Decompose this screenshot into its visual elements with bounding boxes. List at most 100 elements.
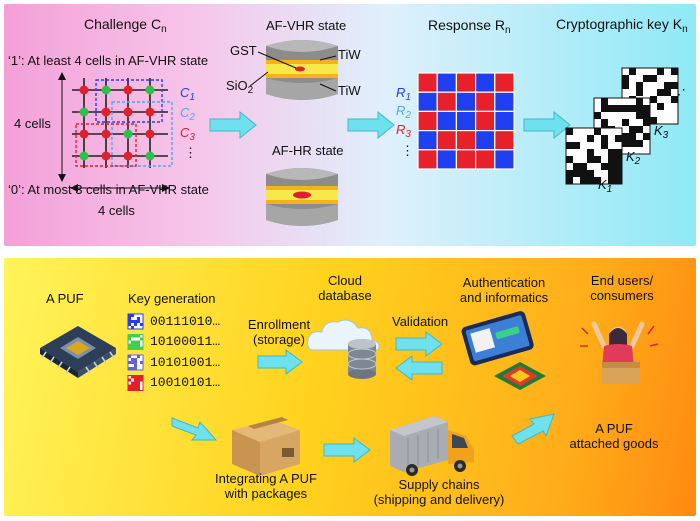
key-bit <box>636 126 643 133</box>
key-bit <box>615 170 622 177</box>
key-bit <box>615 135 622 142</box>
key-bit <box>608 163 615 170</box>
keygen-squares <box>127 313 144 391</box>
key-bit <box>608 149 615 156</box>
end-user-icon <box>580 321 659 384</box>
key-bit <box>601 105 608 112</box>
key-bit <box>608 170 615 177</box>
key-bit <box>615 177 622 184</box>
cell-red <box>145 129 155 139</box>
supply-chains-label: Supply chains(shipping and delivery) <box>364 477 514 508</box>
integrating-line2: with packages <box>224 485 308 501</box>
c1-sub: 1 <box>189 92 195 103</box>
cell-red <box>123 85 133 95</box>
response-cell <box>455 129 477 151</box>
key-code-3: 10101001… <box>150 355 221 370</box>
key-bit <box>573 170 580 177</box>
key-title-text: Cryptographic key K <box>556 16 683 32</box>
r2-sub: 2 <box>405 110 411 121</box>
arrow-truck-to-goods <box>511 413 555 445</box>
cell-red <box>123 107 133 117</box>
r1-label: R1 <box>396 85 411 104</box>
validation-label: Validation <box>392 314 449 329</box>
response-cell <box>436 91 458 113</box>
key-bit <box>636 140 643 147</box>
response-cell <box>494 72 515 93</box>
response-cell <box>436 149 458 170</box>
c3-main: C <box>180 125 190 140</box>
supply-chains-line2: (shipping and delivery) <box>373 491 505 507</box>
response-cell <box>494 149 515 170</box>
cell-red <box>145 107 155 117</box>
response-cell <box>417 129 438 151</box>
vhr-sio2-label: SiO2 <box>226 78 254 97</box>
cloud-line1: Cloud <box>328 273 362 288</box>
key-bit <box>657 89 664 96</box>
response-cell <box>494 129 515 151</box>
r2-label: R2 <box>396 103 411 122</box>
response-cell <box>436 72 458 93</box>
key-bit <box>629 126 636 133</box>
response-cell <box>417 72 438 93</box>
key-bit <box>587 170 594 177</box>
key-bit <box>643 105 650 112</box>
validation-arrows <box>395 331 443 381</box>
key-bit <box>580 163 587 170</box>
key-bit <box>664 82 671 89</box>
arrow-state-to-response <box>347 110 395 140</box>
cell-red <box>79 129 89 139</box>
response-title-text: Response R <box>428 17 506 33</box>
key-bit <box>615 163 622 170</box>
key-bit <box>622 119 629 126</box>
key-bit <box>566 156 573 163</box>
key-bit <box>573 163 580 170</box>
response-cell <box>474 91 496 113</box>
dim-horizontal-arrow <box>70 184 170 192</box>
vhr-tiw-top-label: TiW <box>338 47 361 62</box>
key-bit <box>615 156 622 163</box>
cell-green <box>145 151 155 161</box>
response-cell <box>455 110 477 132</box>
dim-vertical-label: 4 cells <box>14 116 51 131</box>
enrollment-line1: Enrollment <box>247 317 311 332</box>
vhr-device <box>266 40 338 100</box>
key-bit <box>587 177 594 184</box>
k3-label: K3 <box>654 123 668 142</box>
r3-sub: 3 <box>405 129 411 140</box>
response-title-sub: n <box>505 25 511 36</box>
rule-one-label: ‘1’: At least 4 cells in AF-VHR state <box>8 53 209 68</box>
key-bit <box>587 156 594 163</box>
key-bit <box>671 82 678 89</box>
response-cell <box>474 72 496 93</box>
vhr-sio2-sub: 2 <box>247 85 254 96</box>
keygen-square <box>127 313 144 330</box>
key-bit <box>594 112 601 119</box>
key-pattern-1 <box>565 127 623 185</box>
key-bit <box>608 156 615 163</box>
key-bit <box>643 75 650 82</box>
response-cell <box>455 91 477 113</box>
keygen-title: Key generation <box>128 291 216 306</box>
key-title-sub: n <box>682 24 688 35</box>
key-bit <box>650 117 657 124</box>
c2-main: C <box>180 105 190 120</box>
key-bit <box>601 98 608 105</box>
c3-sub: 3 <box>189 132 195 143</box>
crossbar-diagram <box>58 72 173 192</box>
key-bit <box>636 105 643 112</box>
key-bit <box>643 133 650 140</box>
rule-zero-label: ‘0’: At most 3 cells in AF-VHR state <box>8 182 209 197</box>
key-bit <box>622 105 629 112</box>
key-bit <box>622 133 629 140</box>
bottom-panel <box>4 258 696 516</box>
cell-red <box>101 107 111 117</box>
key-title: Cryptographic key Kn <box>556 16 688 36</box>
cell-green <box>101 85 111 95</box>
package-icon <box>232 417 300 476</box>
cloud-line2: database <box>318 287 372 303</box>
vhr-gst-label: GST <box>230 43 257 58</box>
c1-label: C1 <box>180 85 195 104</box>
enrollment-label: Enrollment(storage) <box>236 317 322 348</box>
